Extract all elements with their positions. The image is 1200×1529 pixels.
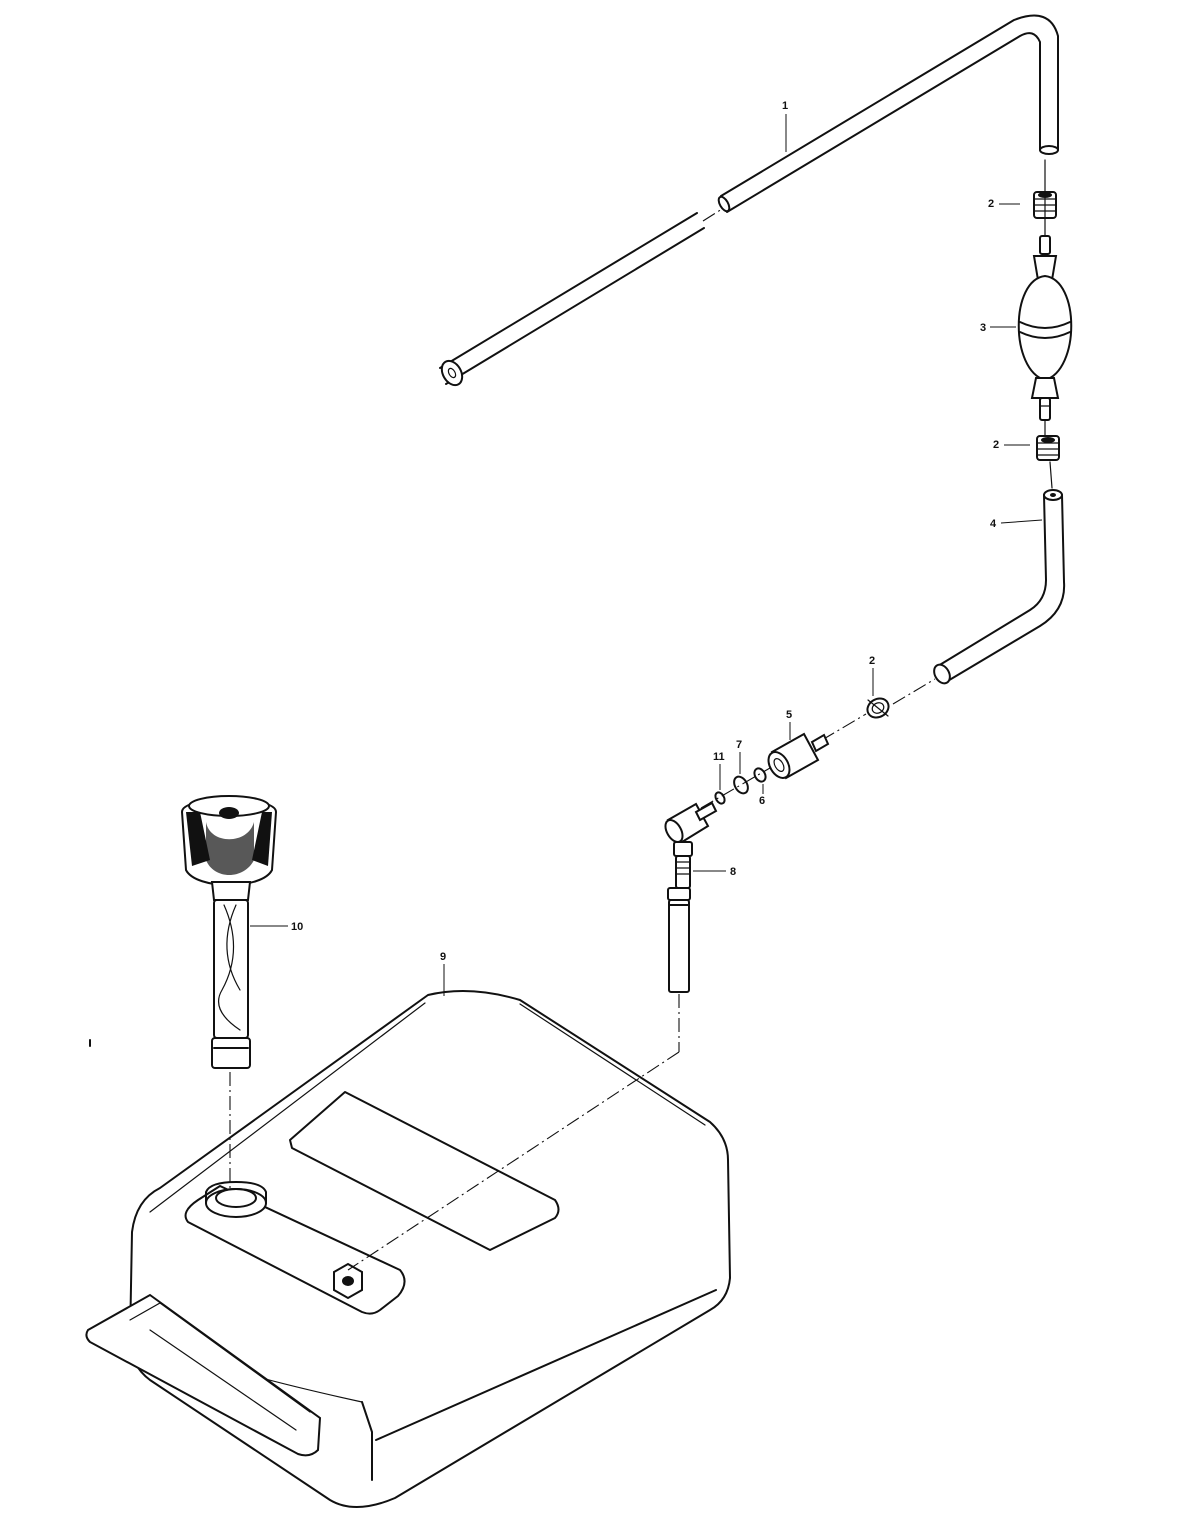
callout-3-text: 3 [980, 322, 986, 334]
callout-10-text: 10 [291, 921, 303, 933]
callout-11-text: 11 [713, 751, 725, 763]
callout-5: 5 [786, 709, 792, 740]
callout-2-top: 2 [988, 198, 1020, 210]
o-ring-6 [753, 767, 767, 783]
fuel-tank [85, 990, 731, 1509]
callout-8-text: 8 [730, 866, 736, 878]
callout-2-top-text: 2 [988, 198, 994, 210]
callout-5-text: 5 [786, 709, 792, 721]
callout-2-middle-text: 2 [993, 439, 999, 451]
fuel-line-lower [933, 461, 1066, 685]
callout-3: 3 [980, 322, 1016, 334]
callout-8: 8 [693, 866, 736, 878]
pickup-tube [664, 801, 718, 1052]
callout-9-text: 9 [440, 951, 446, 963]
callout-11: 11 [713, 751, 725, 790]
hose-clamp-middle [1036, 435, 1060, 461]
connector [767, 713, 867, 780]
callout-7: 7 [736, 739, 742, 774]
callout-4: 4 [990, 518, 1043, 530]
o-ring-11 [700, 767, 771, 809]
callout-1-text: 1 [782, 100, 788, 112]
callout-2-bottom: 2 [869, 655, 875, 696]
fuel-gauge [180, 795, 278, 1190]
callout-9: 9 [440, 951, 446, 996]
callout-6: 6 [759, 784, 765, 807]
fuel-line-upper [439, 14, 1059, 387]
callout-6-text: 6 [759, 795, 765, 807]
callout-10: 10 [250, 921, 303, 933]
callout-2-bottom-text: 2 [869, 655, 875, 667]
callout-7-text: 7 [736, 739, 742, 751]
o-ring-7 [733, 775, 749, 795]
callout-4-text: 4 [990, 518, 997, 530]
hose-clamp-bottom [866, 678, 936, 719]
callout-1: 1 [782, 100, 788, 152]
primer-bulb [1017, 159, 1073, 437]
callout-2-middle: 2 [993, 439, 1030, 451]
